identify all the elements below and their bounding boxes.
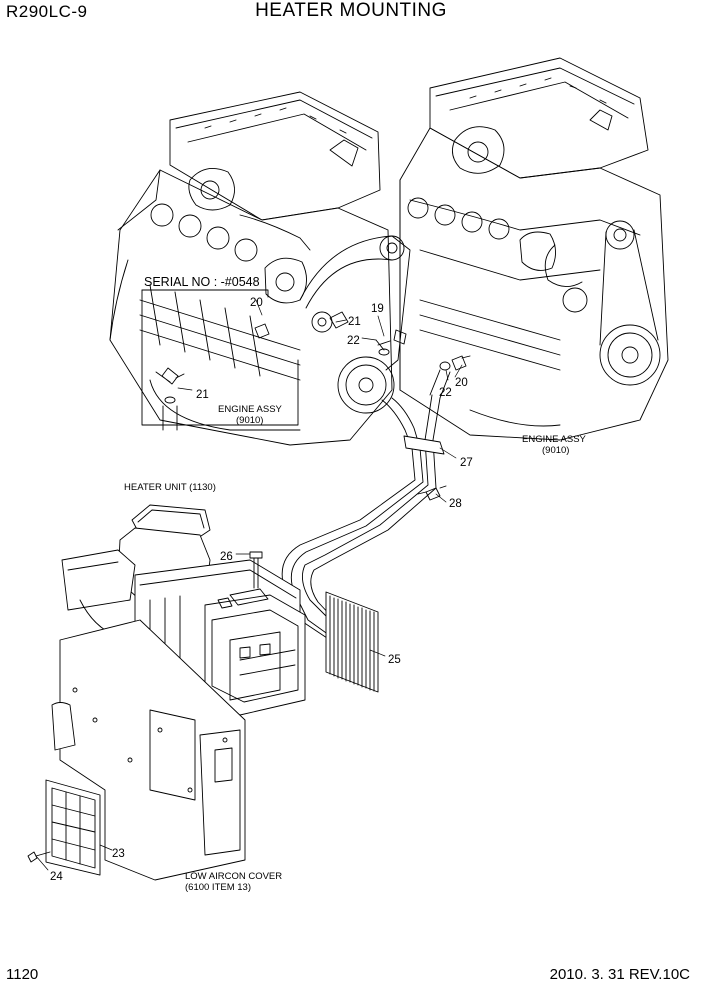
model-number: R290LC-9 (6, 2, 88, 21)
callout-25: 25 (388, 654, 401, 666)
engine-assembly-left (109, 91, 411, 446)
leader-lines (35, 299, 463, 871)
engine-assy-right-label: ENGINE ASSY (522, 434, 587, 445)
callout-21-mid: 21 (348, 316, 361, 328)
callout-22-mid: 22 (347, 335, 360, 347)
callout-20-left: 20 (250, 297, 263, 309)
filter-25 (325, 591, 379, 693)
screw-24 (27, 851, 51, 863)
callout-20-right: 20 (455, 377, 468, 389)
heater-unit-label: HEATER UNIT (1130) (124, 482, 216, 493)
callout-23: 23 (112, 848, 125, 860)
page-title: HEATER MOUNTING (255, 0, 447, 21)
low-aircon-cover-label: LOW AIRCON COVER (185, 871, 282, 882)
revision-date: 2010. 3. 31 REV.10C (549, 966, 690, 983)
engine-assy-right-code: (9010) (542, 445, 569, 456)
callout-28: 28 (449, 498, 462, 510)
callout-27: 27 (460, 457, 473, 469)
callout-22-right: 22 (439, 387, 452, 399)
callout-21-left: 21 (196, 389, 209, 401)
engine-assy-left-label: ENGINE ASSY (218, 404, 283, 415)
serial-number-note: SERIAL NO : -#0548 (144, 275, 260, 289)
callout-26: 26 (220, 551, 233, 563)
page-number: 1120 (6, 966, 39, 983)
fitting-20-22-right (429, 355, 471, 399)
engine-assembly-right (399, 57, 669, 441)
callout-24: 24 (50, 871, 63, 883)
grille-23 (45, 779, 101, 876)
bolt-26 (249, 551, 263, 589)
fitting-21-left (155, 367, 185, 431)
engine-assy-left-code: (9010) (236, 415, 263, 426)
callout-19: 19 (371, 303, 384, 315)
low-aircon-cover-code: (6100 ITEM 13) (185, 882, 251, 893)
fitting-near-engine (254, 311, 407, 356)
low-aircon-cover (51, 619, 246, 881)
